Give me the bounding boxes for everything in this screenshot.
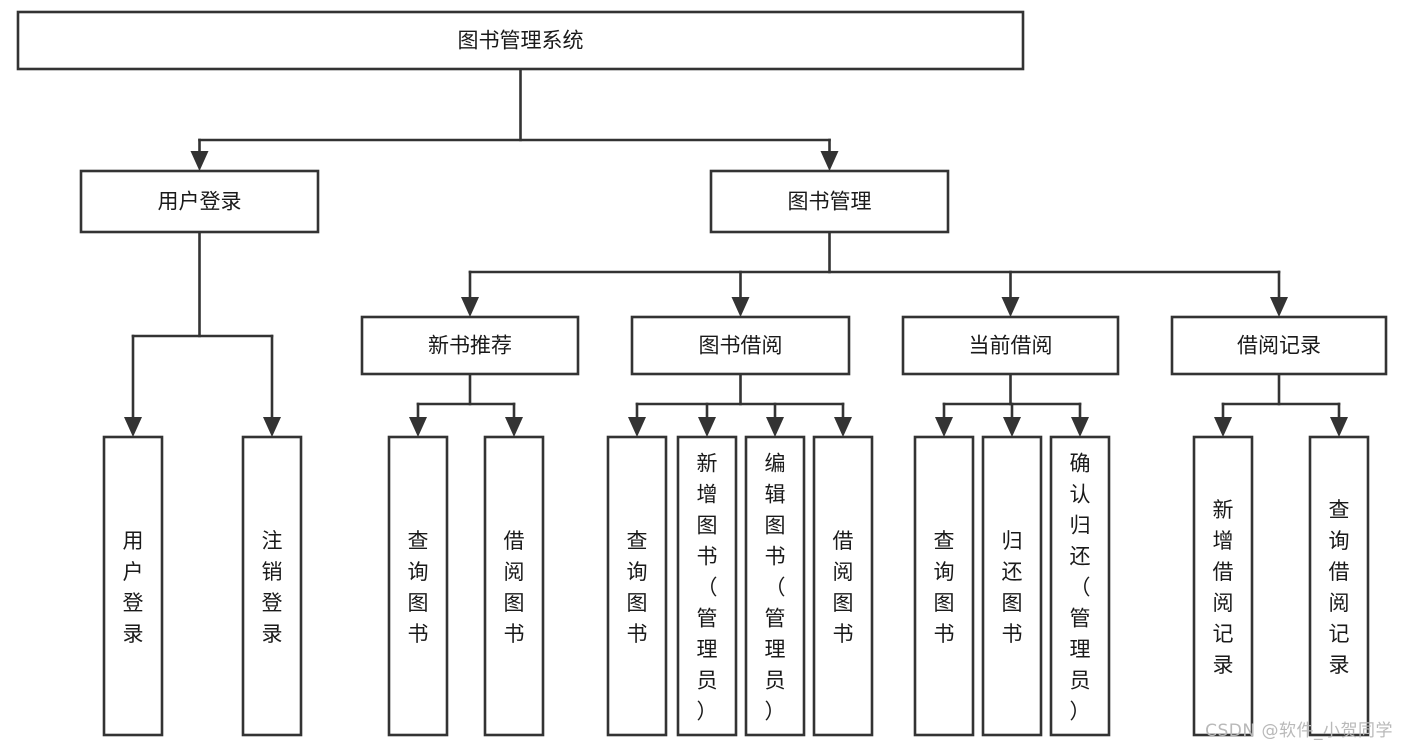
arrow-head-icon-borrow-record-1 — [1330, 417, 1348, 437]
node-user-logout[interactable]: 注销登录 — [241, 435, 303, 737]
node-user-login-do-label: 用户登录 — [123, 529, 144, 646]
node-book-management-label: 图书管理 — [788, 190, 872, 214]
node-root[interactable]: 图书管理系统 — [16, 10, 1025, 71]
node-root-box[interactable] — [16, 10, 1025, 71]
node-user-login-box[interactable] — [79, 169, 320, 234]
node-book-borrow[interactable]: 图书借阅 — [630, 315, 851, 376]
node-current-borrow-label: 当前借阅 — [969, 334, 1053, 358]
node-record-query-box[interactable] — [1308, 435, 1370, 737]
nodes-layer: 图书管理系统用户登录图书管理用户登录注销登录新书推荐查询图书借阅图书图书借阅查询… — [16, 10, 1388, 737]
node-user-logout-label: 注销登录 — [262, 529, 283, 646]
arrow-head-icon-current-borrow-1 — [1003, 417, 1021, 437]
node-user-login[interactable]: 用户登录 — [79, 169, 320, 234]
node-new-book-recommend[interactable]: 新书推荐 — [360, 315, 580, 376]
node-user-login-label: 用户登录 — [158, 190, 242, 214]
arrow-head-icon-root-1 — [820, 151, 839, 171]
node-borrow-query-book[interactable]: 查询图书 — [606, 435, 668, 737]
node-borrow-query-book-box[interactable] — [606, 435, 668, 737]
node-borrow-borrow-book-box[interactable] — [812, 435, 874, 737]
arrow-head-icon-root-0 — [190, 151, 209, 171]
node-user-login-do-box[interactable] — [102, 435, 164, 737]
node-record-add-box[interactable] — [1192, 435, 1254, 737]
node-borrow-borrow-book[interactable]: 借阅图书 — [812, 435, 874, 737]
node-root-label: 图书管理系统 — [458, 29, 584, 53]
node-new-book-recommend-label: 新书推荐 — [428, 334, 512, 358]
node-record-query[interactable]: 查询借阅记录 — [1308, 435, 1370, 737]
node-current-return-book-box[interactable] — [981, 435, 1043, 737]
connectors-layer — [124, 67, 1348, 437]
node-borrow-add-book-label: 新增图书（管理员） — [697, 452, 718, 724]
watermark-text: CSDN @软件_小贺同学 — [1205, 721, 1393, 741]
node-borrow-borrow-book-label: 借阅图书 — [833, 529, 854, 646]
arrow-head-icon-book-borrow-0 — [628, 417, 646, 437]
arrow-head-icon-book-borrow-2 — [766, 417, 784, 437]
arrow-head-icon-book-borrow-3 — [834, 417, 852, 437]
arrow-head-icon-user-login-0 — [124, 417, 142, 437]
node-borrow-record-box[interactable] — [1170, 315, 1388, 376]
node-borrow-edit-book-box[interactable] — [744, 435, 806, 737]
node-recommend-borrow-book-box[interactable] — [483, 435, 545, 737]
arrow-head-icon-new-book-recommend-1 — [505, 417, 523, 437]
node-borrow-query-book-label: 查询图书 — [627, 529, 648, 646]
node-borrow-record[interactable]: 借阅记录 — [1170, 315, 1388, 376]
node-recommend-borrow-book[interactable]: 借阅图书 — [483, 435, 545, 737]
arrow-head-icon-mgr-2 — [1001, 297, 1020, 317]
node-recommend-borrow-book-label: 借阅图书 — [504, 529, 525, 646]
node-user-login-do[interactable]: 用户登录 — [102, 435, 164, 737]
node-current-confirm-return[interactable]: 确认归还（管理员） — [1049, 435, 1111, 737]
node-borrow-record-label: 借阅记录 — [1237, 334, 1321, 358]
arrow-head-icon-book-borrow-1 — [698, 417, 716, 437]
node-new-book-recommend-box[interactable] — [360, 315, 580, 376]
node-current-query-book-label: 查询图书 — [934, 529, 955, 646]
node-current-query-book-box[interactable] — [913, 435, 975, 737]
node-current-return-book[interactable]: 归还图书 — [981, 435, 1043, 737]
node-current-confirm-return-label: 确认归还（管理员） — [1070, 452, 1091, 724]
node-current-borrow-box[interactable] — [901, 315, 1120, 376]
arrow-head-icon-mgr-1 — [731, 297, 750, 317]
node-current-return-book-label: 归还图书 — [1002, 529, 1023, 646]
node-record-add[interactable]: 新增借阅记录 — [1192, 435, 1254, 737]
node-current-confirm-return-box[interactable] — [1049, 435, 1111, 737]
node-book-borrow-label: 图书借阅 — [699, 334, 783, 358]
arrow-head-icon-current-borrow-2 — [1071, 417, 1089, 437]
arrow-head-icon-mgr-3 — [1270, 297, 1288, 317]
node-user-logout-box[interactable] — [241, 435, 303, 737]
node-borrow-edit-book[interactable]: 编辑图书（管理员） — [744, 435, 806, 737]
node-book-management-box[interactable] — [709, 169, 950, 234]
node-borrow-add-book-box[interactable] — [676, 435, 738, 737]
node-borrow-edit-book-label: 编辑图书（管理员） — [765, 452, 786, 724]
node-current-borrow[interactable]: 当前借阅 — [901, 315, 1120, 376]
node-recommend-query-book-label: 查询图书 — [408, 529, 429, 646]
node-borrow-add-book[interactable]: 新增图书（管理员） — [676, 435, 738, 737]
node-record-add-label: 新增借阅记录 — [1213, 498, 1234, 677]
arrow-head-icon-current-borrow-0 — [935, 417, 953, 437]
node-current-query-book[interactable]: 查询图书 — [913, 435, 975, 737]
node-book-management[interactable]: 图书管理 — [709, 169, 950, 234]
node-book-borrow-box[interactable] — [630, 315, 851, 376]
node-recommend-query-book-box[interactable] — [387, 435, 449, 737]
arrow-head-icon-user-login-1 — [263, 417, 281, 437]
node-record-query-label: 查询借阅记录 — [1329, 498, 1350, 677]
arrow-head-icon-borrow-record-0 — [1214, 417, 1232, 437]
arrow-head-icon-mgr-0 — [461, 297, 479, 317]
arrow-head-icon-new-book-recommend-0 — [409, 417, 427, 437]
node-recommend-query-book[interactable]: 查询图书 — [387, 435, 449, 737]
